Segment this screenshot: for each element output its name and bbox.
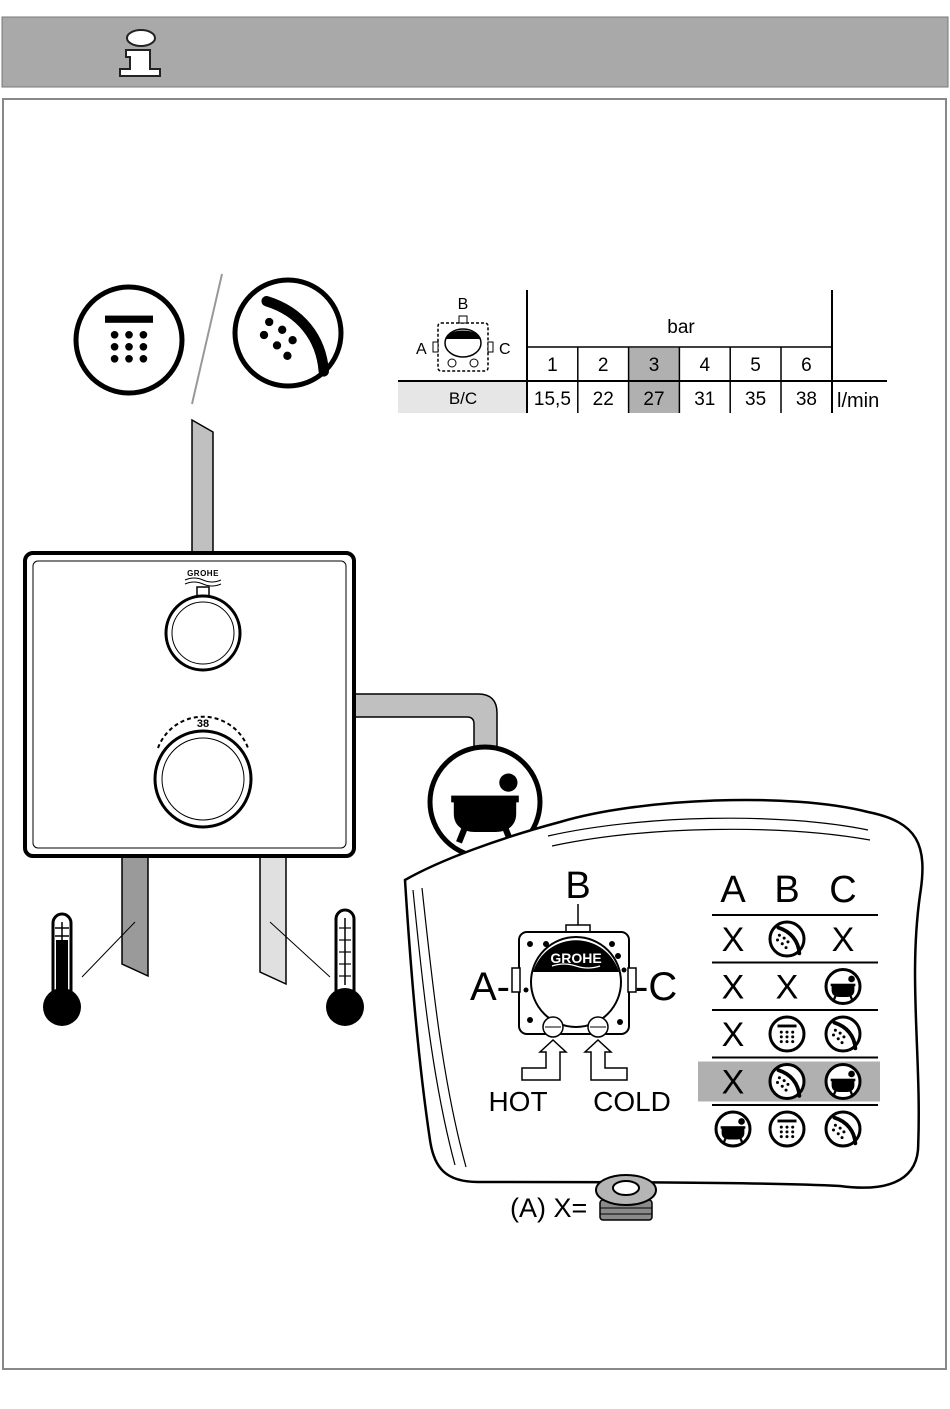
pressure-2: 2	[598, 355, 609, 376]
port-b-label: B	[565, 865, 590, 907]
cold-label: COLD	[593, 1086, 671, 1117]
pressure-6: 6	[801, 355, 812, 376]
diverter-key-icon	[433, 316, 493, 371]
flow-unit: l/min	[837, 390, 879, 412]
flow-value: 31	[694, 389, 715, 410]
diverter-knob[interactable]	[166, 596, 240, 670]
combo-cell: X	[722, 969, 745, 1007]
hand-shower-icon	[826, 1017, 860, 1051]
brand-logo: GROHE	[187, 569, 219, 578]
pipe-up	[192, 420, 213, 556]
flow-value: 22	[593, 389, 614, 410]
combo-cell: X	[776, 969, 799, 1007]
pipe-hot	[122, 855, 148, 976]
combo-header-b: B	[774, 869, 799, 911]
combo-header-c: C	[829, 869, 856, 911]
key-letter-b: B	[458, 296, 469, 313]
bathtub-icon	[826, 1065, 860, 1099]
combo-cell: X	[722, 921, 745, 959]
temperature-mark: 38	[197, 718, 209, 730]
combo-header-a: A	[720, 869, 746, 911]
combo-cell: X	[832, 921, 855, 959]
port-c-label: -C	[635, 965, 677, 1009]
pressure-1: 1	[547, 355, 558, 376]
diverter-body-icon: GROHE	[512, 925, 636, 1037]
svg-text:GROHE: GROHE	[550, 950, 601, 966]
key-letter-a: A	[416, 341, 427, 358]
combo-cell: X	[722, 1064, 745, 1102]
head-shower-icon	[770, 1112, 804, 1146]
key-letter-c: C	[499, 341, 511, 358]
plug-note: (A) X=	[510, 1193, 587, 1223]
pipe-to-tub	[352, 694, 497, 750]
pressure-4: 4	[700, 355, 711, 376]
bathtub-icon	[826, 970, 860, 1004]
pipe-cold	[260, 855, 286, 984]
hot-label: HOT	[488, 1086, 547, 1117]
flow-row-label: B/C	[449, 389, 477, 408]
head-shower-icon	[76, 287, 182, 393]
hand-shower-icon	[826, 1112, 860, 1146]
thermostat-knob[interactable]	[155, 731, 251, 827]
flow-value: 35	[745, 389, 766, 410]
plug-icon	[596, 1175, 656, 1220]
hand-shower-icon	[770, 1065, 804, 1099]
pressure-5: 5	[750, 355, 761, 376]
bathtub-icon	[716, 1112, 750, 1146]
port-a-label: A-	[470, 965, 510, 1009]
flow-value: 38	[796, 389, 817, 410]
hot-thermometer-icon	[43, 914, 135, 1026]
flow-value: 15,5	[534, 389, 571, 410]
head-shower-icon	[770, 1017, 804, 1051]
flow-value: 27	[643, 389, 664, 410]
divider-slash	[192, 274, 222, 404]
pressure-3: 3	[649, 355, 660, 376]
pressure-unit: bar	[667, 317, 695, 338]
combo-cell: X	[722, 1016, 745, 1054]
hand-shower-icon	[770, 922, 804, 956]
